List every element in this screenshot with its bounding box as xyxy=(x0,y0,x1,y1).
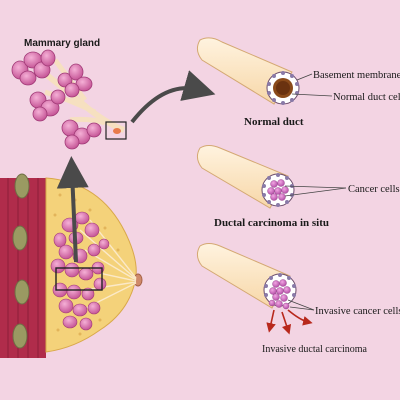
mammary-gland-label: Mammary gland xyxy=(24,38,100,49)
basement-membrane-label: Basement membrane xyxy=(313,70,400,81)
idc-title: Invasive ductal carcinoma xyxy=(262,344,368,355)
zoom-box xyxy=(55,267,103,291)
normal-duct-cell-label: Normal duct cell xyxy=(333,92,400,103)
invasive-duct-illustration xyxy=(196,243,315,335)
breast-cross-section xyxy=(0,173,143,358)
cancer-cells-label: Cancer cells xyxy=(348,184,400,195)
dcis-duct-illustration xyxy=(196,145,347,209)
zoom-arrow-gland xyxy=(56,156,89,263)
normal-duct-title: Normal duct xyxy=(244,116,304,128)
invasive-cancer-cells-label: Invasive cancer cells xyxy=(315,306,400,317)
normal-duct-illustration xyxy=(196,37,333,105)
mammary-gland-illustration xyxy=(11,49,127,150)
dcis-title: Ductal carcinoma in situ xyxy=(214,217,329,229)
zoom-arrow-duct xyxy=(130,70,216,124)
selection-box xyxy=(105,121,127,140)
